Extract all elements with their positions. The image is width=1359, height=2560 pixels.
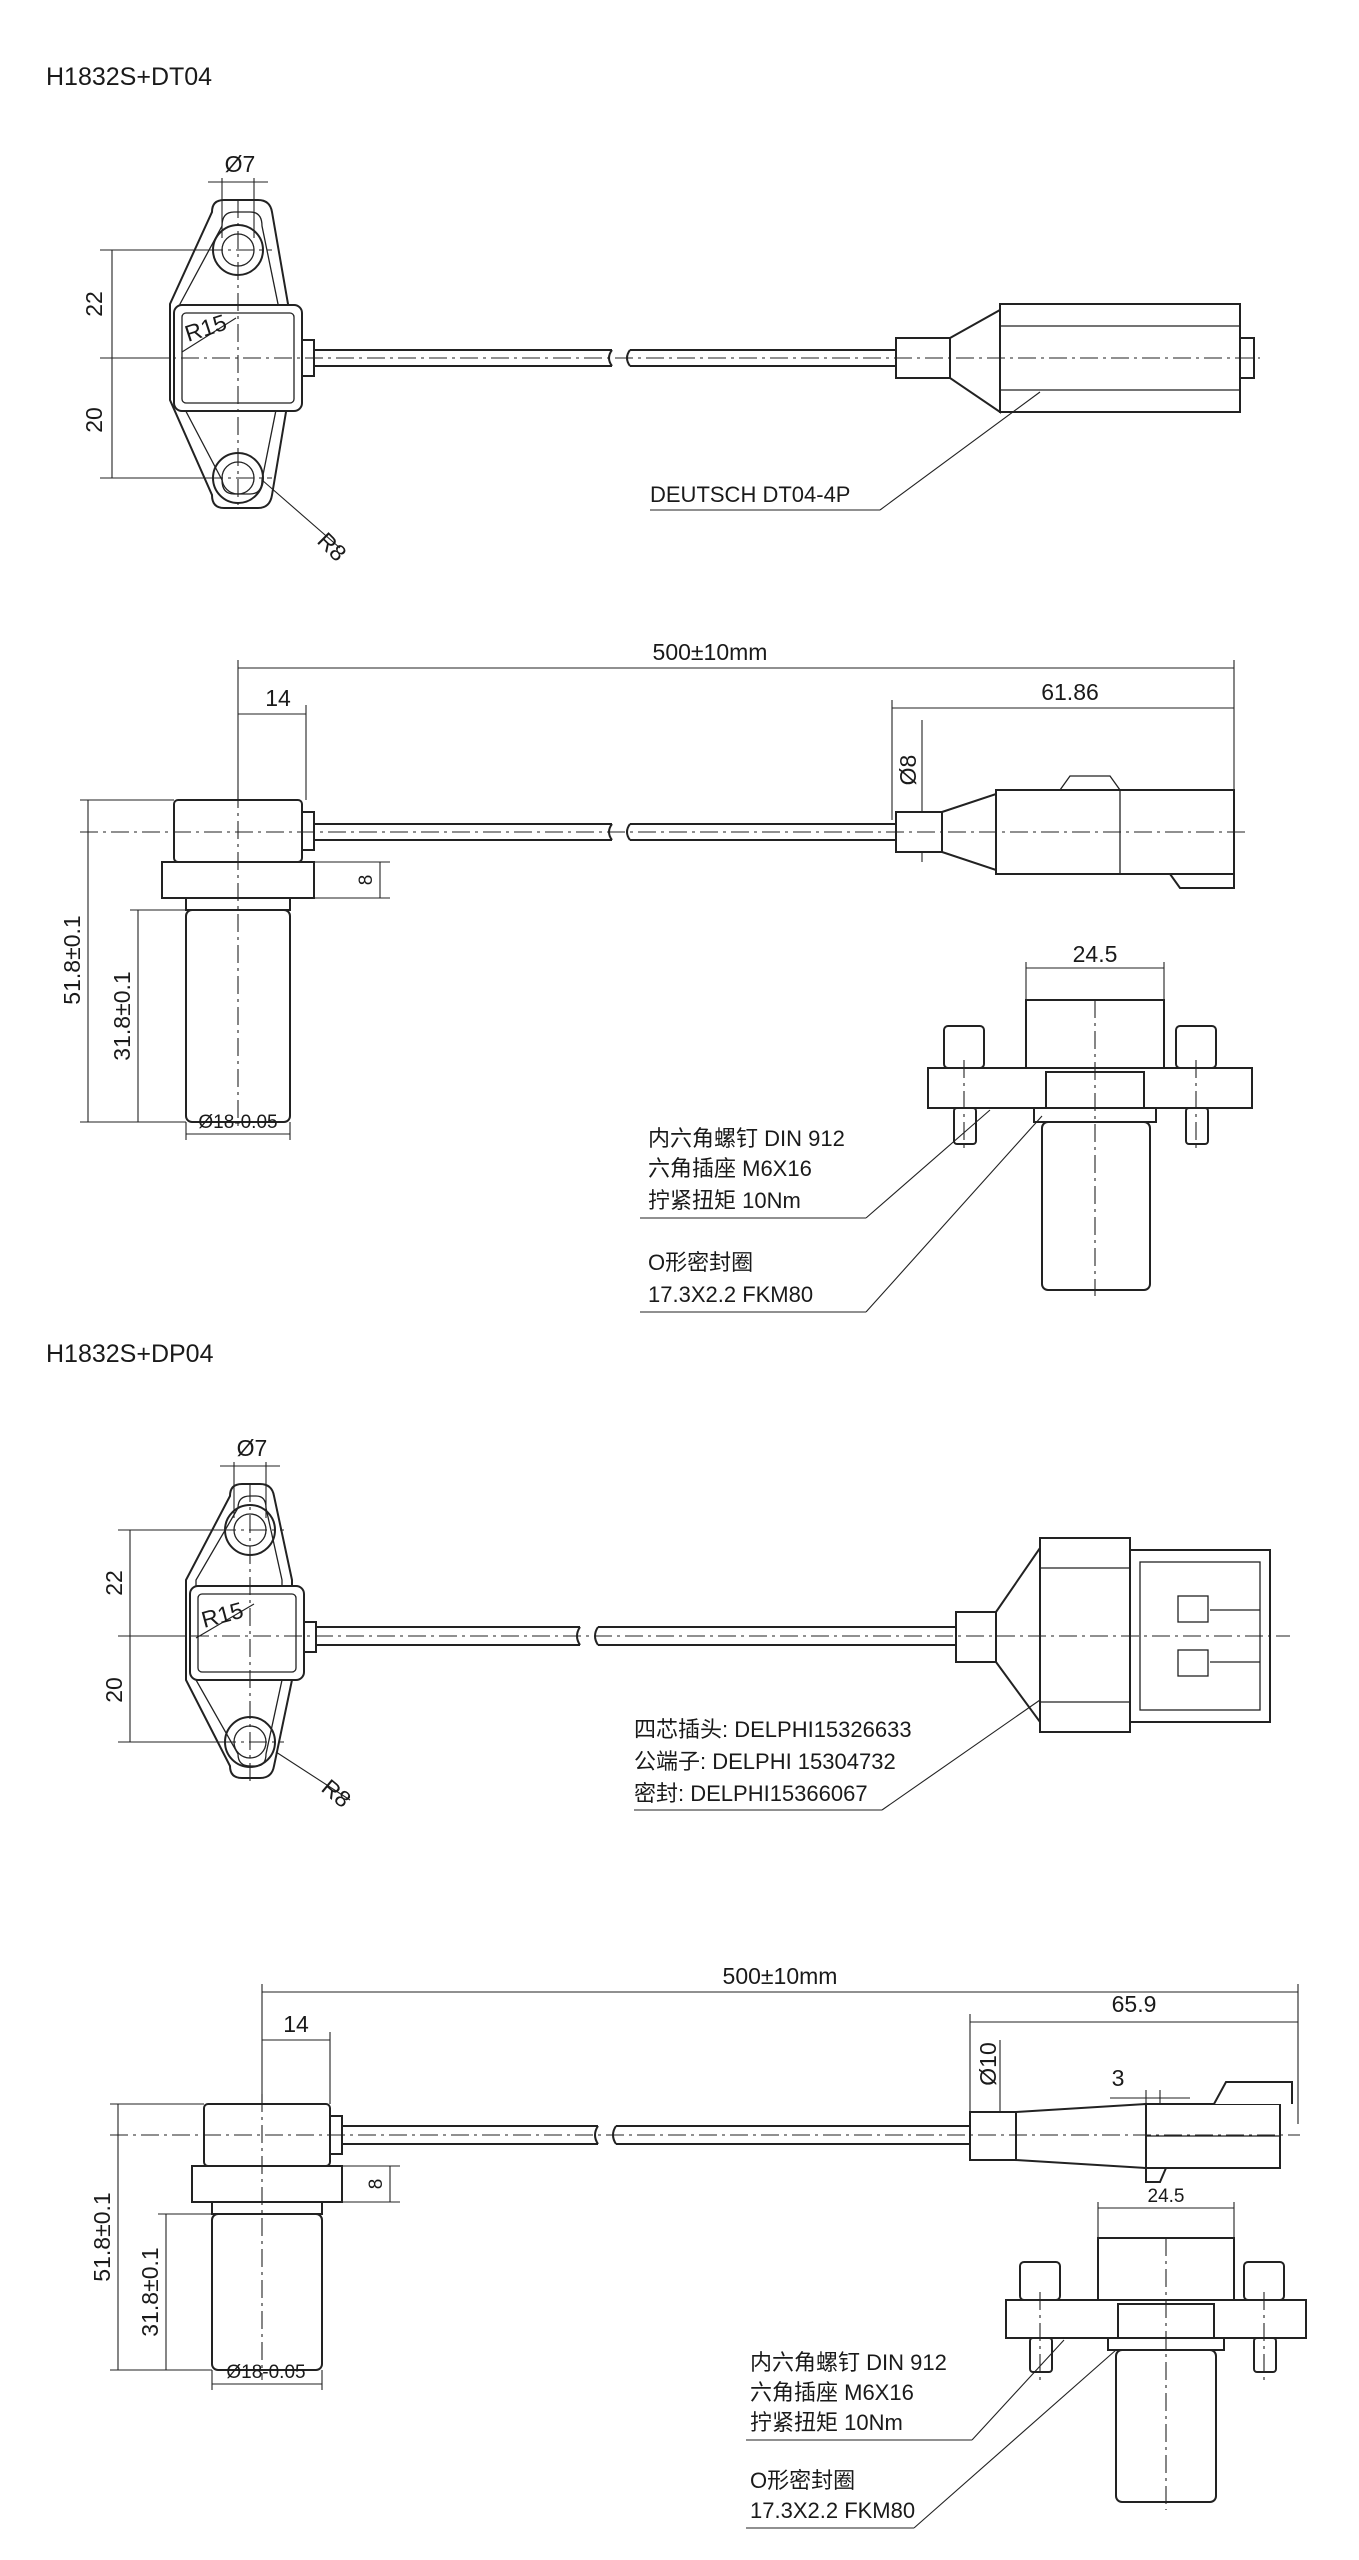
s2-connector-callout-1: 四芯插头: DELPHI15326633 xyxy=(634,1717,912,1742)
s2-shaft-dia-label: Ø18-0.05 xyxy=(226,2362,305,2383)
s1-oring-callout-1: O形密封圈 xyxy=(648,1250,753,1275)
s2-dim-upper-label: 22 xyxy=(101,1570,127,1596)
s2-radius-flange-label: R8 xyxy=(317,1774,356,1813)
s1-cable-length-label: 500±10mm xyxy=(653,639,768,665)
s1-bolt-callout-2: 六角插座 M6X16 xyxy=(648,1156,812,1181)
s1-connector-taper xyxy=(949,308,1001,414)
s2-hole-dia-label: Ø7 xyxy=(237,1435,268,1461)
s1-dim-shaft-label: 31.8±0.1 xyxy=(109,971,135,1060)
s1-side-view: 500±10mm 14 61.86 Ø8 8 51.8±0.1 31.8±0.1… xyxy=(59,639,1250,1140)
s2-oring-callout-2: 17.3X2.2 FKM80 xyxy=(750,2498,915,2523)
s1-dim-upper-label: 22 xyxy=(81,291,107,317)
s1-top-view: Ø7 22 20 R15 R8 DEUTSCH DT04-4P xyxy=(81,151,1260,566)
s1-mount-width-label: 24.5 xyxy=(1073,941,1118,967)
s1-dim-lower-label: 20 xyxy=(81,407,107,433)
s2-dim-3-label: 3 xyxy=(1112,2065,1125,2091)
s2-mount-view: 24.5 内六角螺钉 DIN 912 六角插座 M6X16 拧紧扭矩 10Nm … xyxy=(746,2186,1307,2529)
section1-title: H1832S+DT04 xyxy=(46,63,212,91)
s2-connector-callout-2: 公端子: DELPHI 15304732 xyxy=(634,1749,896,1774)
s1-hole-dia-label: Ø7 xyxy=(225,151,256,177)
s2-connector-sleeve xyxy=(955,1611,997,1663)
s2-bolt-callout-1: 内六角螺钉 DIN 912 xyxy=(750,2350,947,2375)
s2-connector-callout-3: 密封: DELPHI15366067 xyxy=(634,1781,868,1806)
s2-dim-total-label: 51.8±0.1 xyxy=(89,2192,115,2281)
s1-mount-view: 24.5 内六角螺钉 DIN 912 六角插座 M6X16 拧紧扭矩 10Nm … xyxy=(640,941,1253,1313)
s2-side-connector-taper xyxy=(1015,2102,1147,2170)
s2-side-view: 500±10mm 14 65.9 Ø10 3 8 51.8±0.1 31.8±0… xyxy=(89,1963,1300,2390)
s2-mount-width-label: 24.5 xyxy=(1148,2186,1185,2207)
s2-dim-14-label: 14 xyxy=(283,2011,309,2037)
s1-connector-callout: DEUTSCH DT04-4P xyxy=(650,482,850,507)
s1-dim-total-label: 51.8±0.1 xyxy=(59,915,85,1004)
s2-dim-flange-label: 8 xyxy=(366,2179,387,2190)
s2-side-shaft xyxy=(211,2213,323,2371)
s2-side-flange xyxy=(191,2165,343,2203)
s2-dim-shaft-label: 31.8±0.1 xyxy=(137,2247,163,2336)
s1-oring-callout-2: 17.3X2.2 FKM80 xyxy=(648,1282,813,1307)
s2-top-view: Ø7 22 20 R15 R8 四芯插头: DELPHI15326633 公端子… xyxy=(101,1435,1290,1813)
s1-dim-14-label: 14 xyxy=(265,685,291,711)
section2-title: H1832S+DP04 xyxy=(46,1340,214,1368)
s2-oring-callout-1: O形密封圈 xyxy=(750,2468,855,2493)
s1-shaft-dia-label: Ø18-0.05 xyxy=(198,1112,277,1133)
s1-flange-outline xyxy=(169,199,289,509)
s2-sensor-body xyxy=(189,1585,305,1681)
s2-bolt-callout-3: 拧紧扭矩 10Nm xyxy=(750,2410,903,2435)
s1-radius-flange-label: R8 xyxy=(312,527,351,566)
s2-dim-connector-label: 65.9 xyxy=(1112,1991,1157,2017)
s1-mount-shaft xyxy=(1041,1121,1151,1291)
s2-connector-body xyxy=(1039,1537,1131,1733)
s2-dim-lower-label: 20 xyxy=(101,1677,127,1703)
s1-cable-dia-label: Ø8 xyxy=(895,755,921,786)
s2-cable-dia-label: Ø10 xyxy=(975,2042,1001,2085)
s1-dim-flange-label: 8 xyxy=(356,875,377,886)
s2-flange-outline xyxy=(185,1483,293,1779)
s1-dim-connector-label: 61.86 xyxy=(1041,679,1099,705)
s2-cable-length-label: 500±10mm xyxy=(723,1963,838,1989)
s1-bolt-callout-1: 内六角螺钉 DIN 912 xyxy=(648,1126,845,1151)
s1-bolt-callout-3: 拧紧扭矩 10Nm xyxy=(648,1188,801,1213)
s2-bolt-callout-2: 六角插座 M6X16 xyxy=(750,2380,914,2405)
